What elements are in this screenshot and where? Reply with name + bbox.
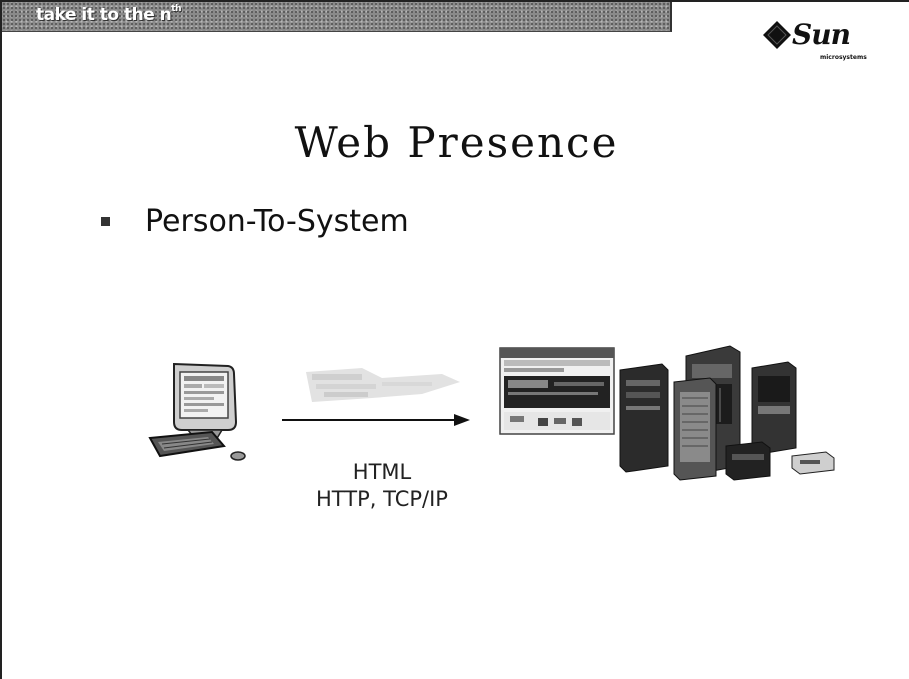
desktop-computer-icon — [148, 362, 246, 461]
arrow-right-icon — [282, 414, 470, 426]
data-packet-icon — [306, 368, 460, 402]
sun-logo: Sun microsystems — [762, 18, 872, 68]
sun-wordmark: Sun — [792, 18, 851, 51]
browser-window-icon — [499, 347, 615, 435]
sun-subtitle: microsystems — [820, 54, 867, 61]
sun-diamond-icon — [763, 21, 791, 49]
slide-title: Web Presence — [294, 118, 619, 167]
protocol-line-1: HTML — [352, 460, 412, 484]
tagline-text: take it to the n — [36, 5, 172, 25]
bullet-square-icon — [101, 217, 110, 226]
tagline: take it to the nth — [36, 4, 181, 25]
protocol-line-2: HTTP, TCP/IP — [316, 487, 448, 511]
bullet-text: Person-To-System — [145, 204, 409, 239]
server-cluster-icon — [619, 345, 835, 481]
tagline-superscript: th — [171, 4, 181, 14]
header-bar: take it to the nth — [2, 2, 672, 32]
